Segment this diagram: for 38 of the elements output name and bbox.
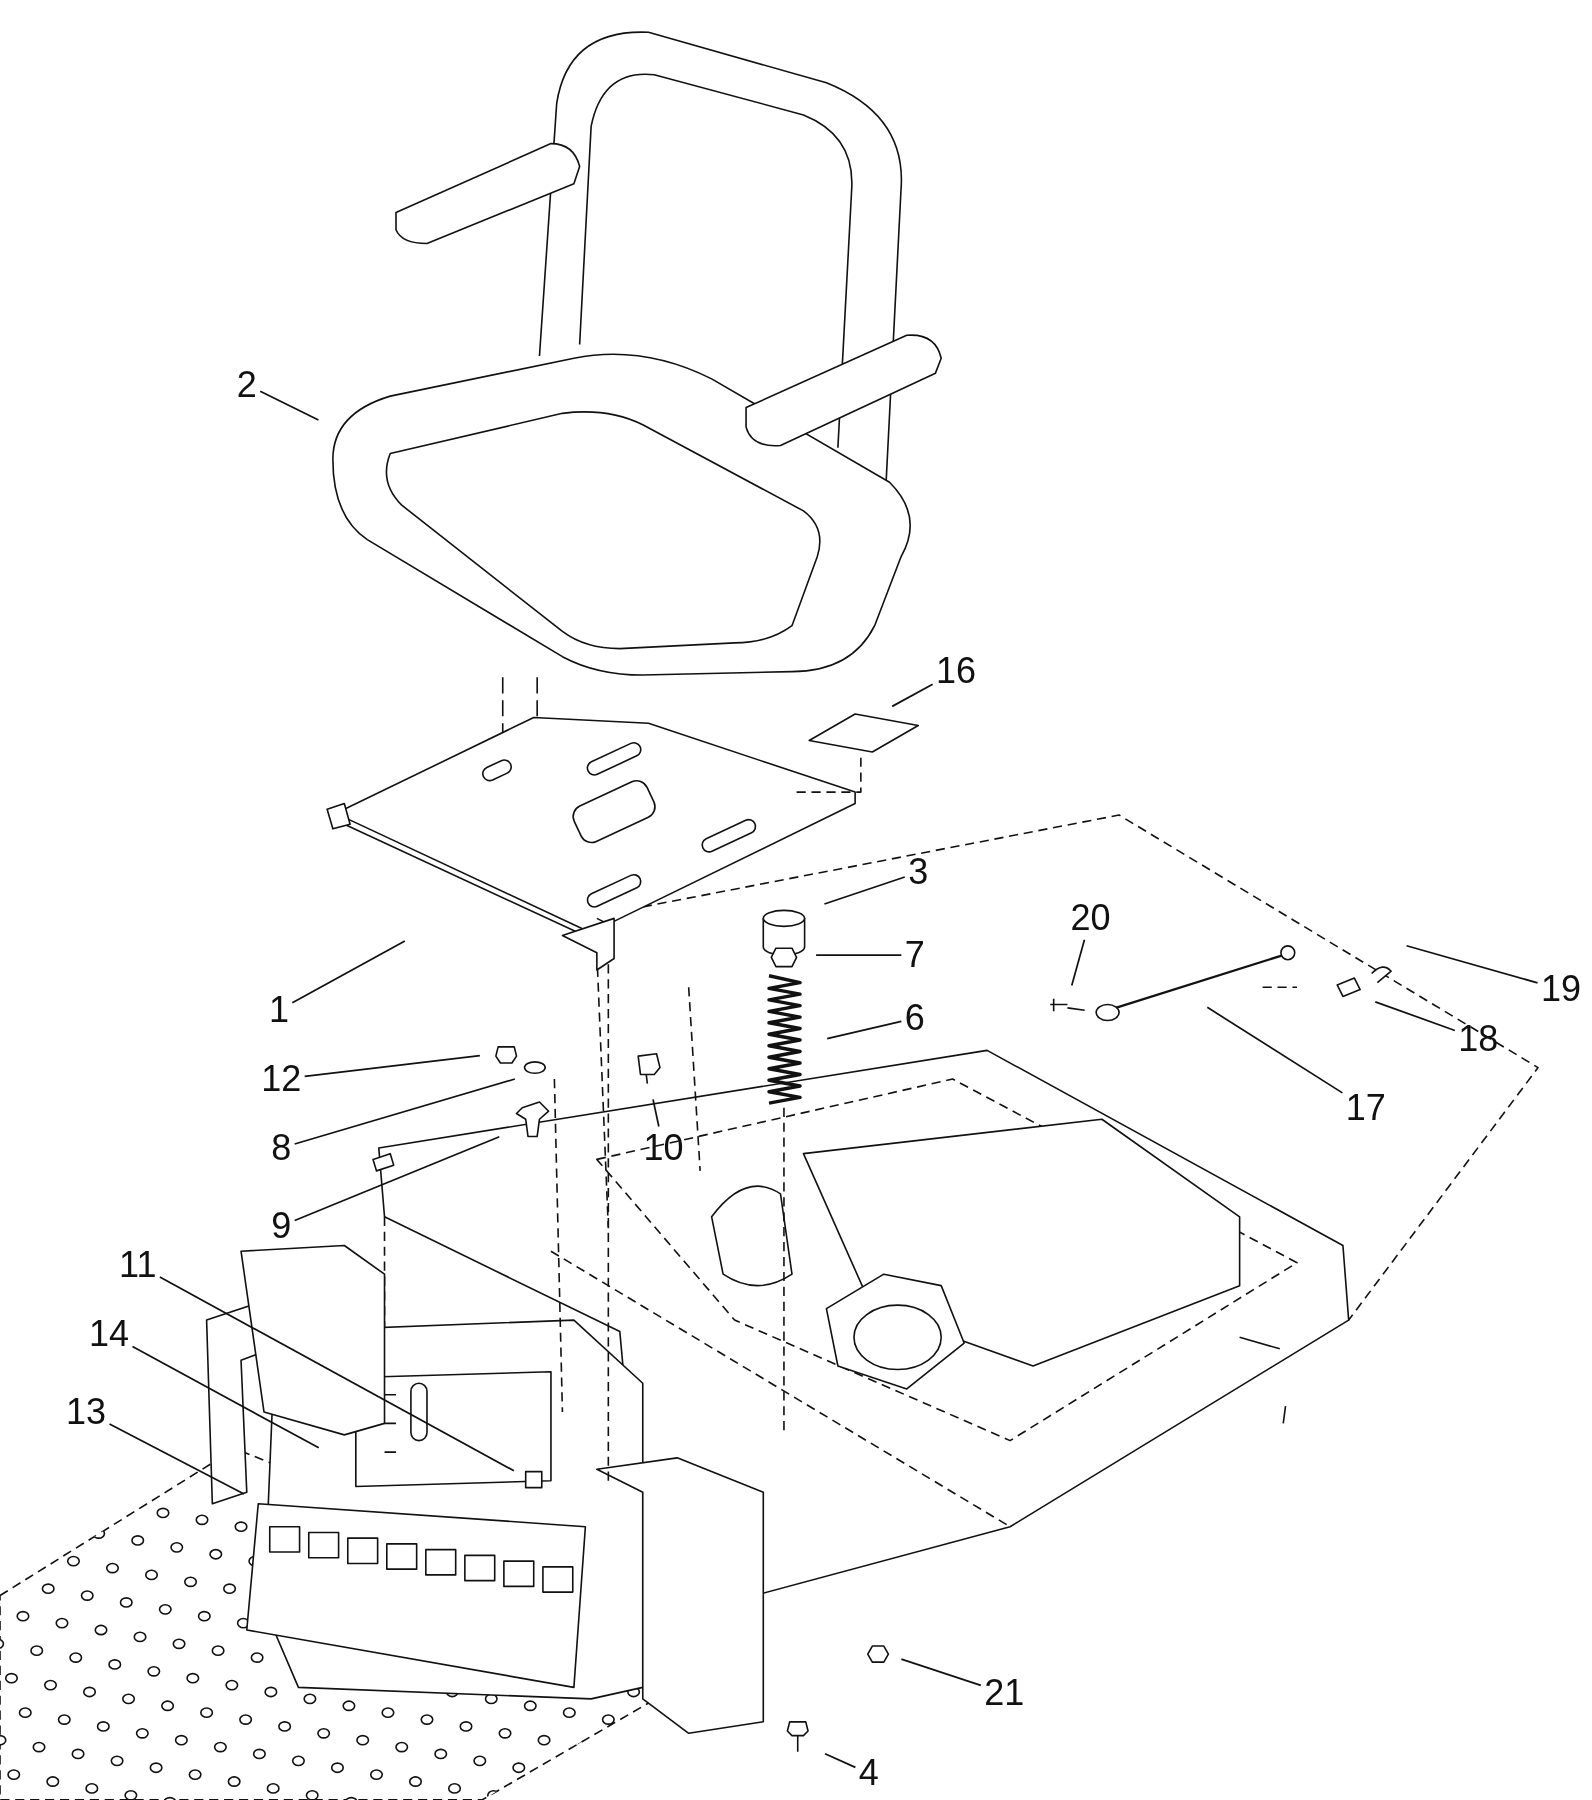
callout-number: 3	[908, 854, 929, 891]
leader-line	[293, 1078, 516, 1145]
leader-line	[891, 683, 934, 708]
leader-line	[824, 1752, 857, 1769]
callout-number: 16	[936, 653, 977, 690]
leader-line	[303, 1054, 481, 1078]
leader-line	[1206, 1006, 1344, 1094]
callout-number: 12	[261, 1060, 302, 1097]
leader-line	[293, 1135, 501, 1222]
callout-number: 13	[66, 1393, 107, 1430]
leader-line	[108, 1423, 245, 1495]
leader-line	[900, 1658, 982, 1687]
callout-number: 21	[984, 1675, 1025, 1711]
leader-line	[826, 1020, 903, 1040]
callout-number: 10	[643, 1129, 684, 1166]
leader-line	[652, 1098, 660, 1128]
callout-number: 20	[1070, 900, 1111, 937]
leader-line	[1405, 944, 1539, 984]
leader-line	[823, 876, 906, 905]
leader-line	[815, 954, 903, 956]
callout-number: 7	[904, 936, 925, 973]
callout-number: 8	[271, 1129, 292, 1166]
callout-number: 19	[1541, 971, 1581, 1008]
leader-line	[259, 390, 320, 421]
callout-number: 1	[268, 992, 289, 1029]
leader-line	[159, 1276, 515, 1472]
leader-line	[291, 940, 406, 1004]
callout-number: 6	[904, 1000, 925, 1037]
callout-number: 14	[89, 1315, 130, 1352]
leader-line	[131, 1345, 320, 1449]
leader-line	[1070, 938, 1086, 987]
callout-number: 2	[236, 366, 257, 403]
callout-number: 11	[119, 1246, 157, 1283]
callout-number: 9	[271, 1207, 292, 1244]
callout-number: 4	[858, 1755, 879, 1792]
callout-number: 17	[1345, 1089, 1386, 1126]
leader-line	[1374, 1001, 1456, 1032]
callout-number: 18	[1458, 1020, 1499, 1057]
